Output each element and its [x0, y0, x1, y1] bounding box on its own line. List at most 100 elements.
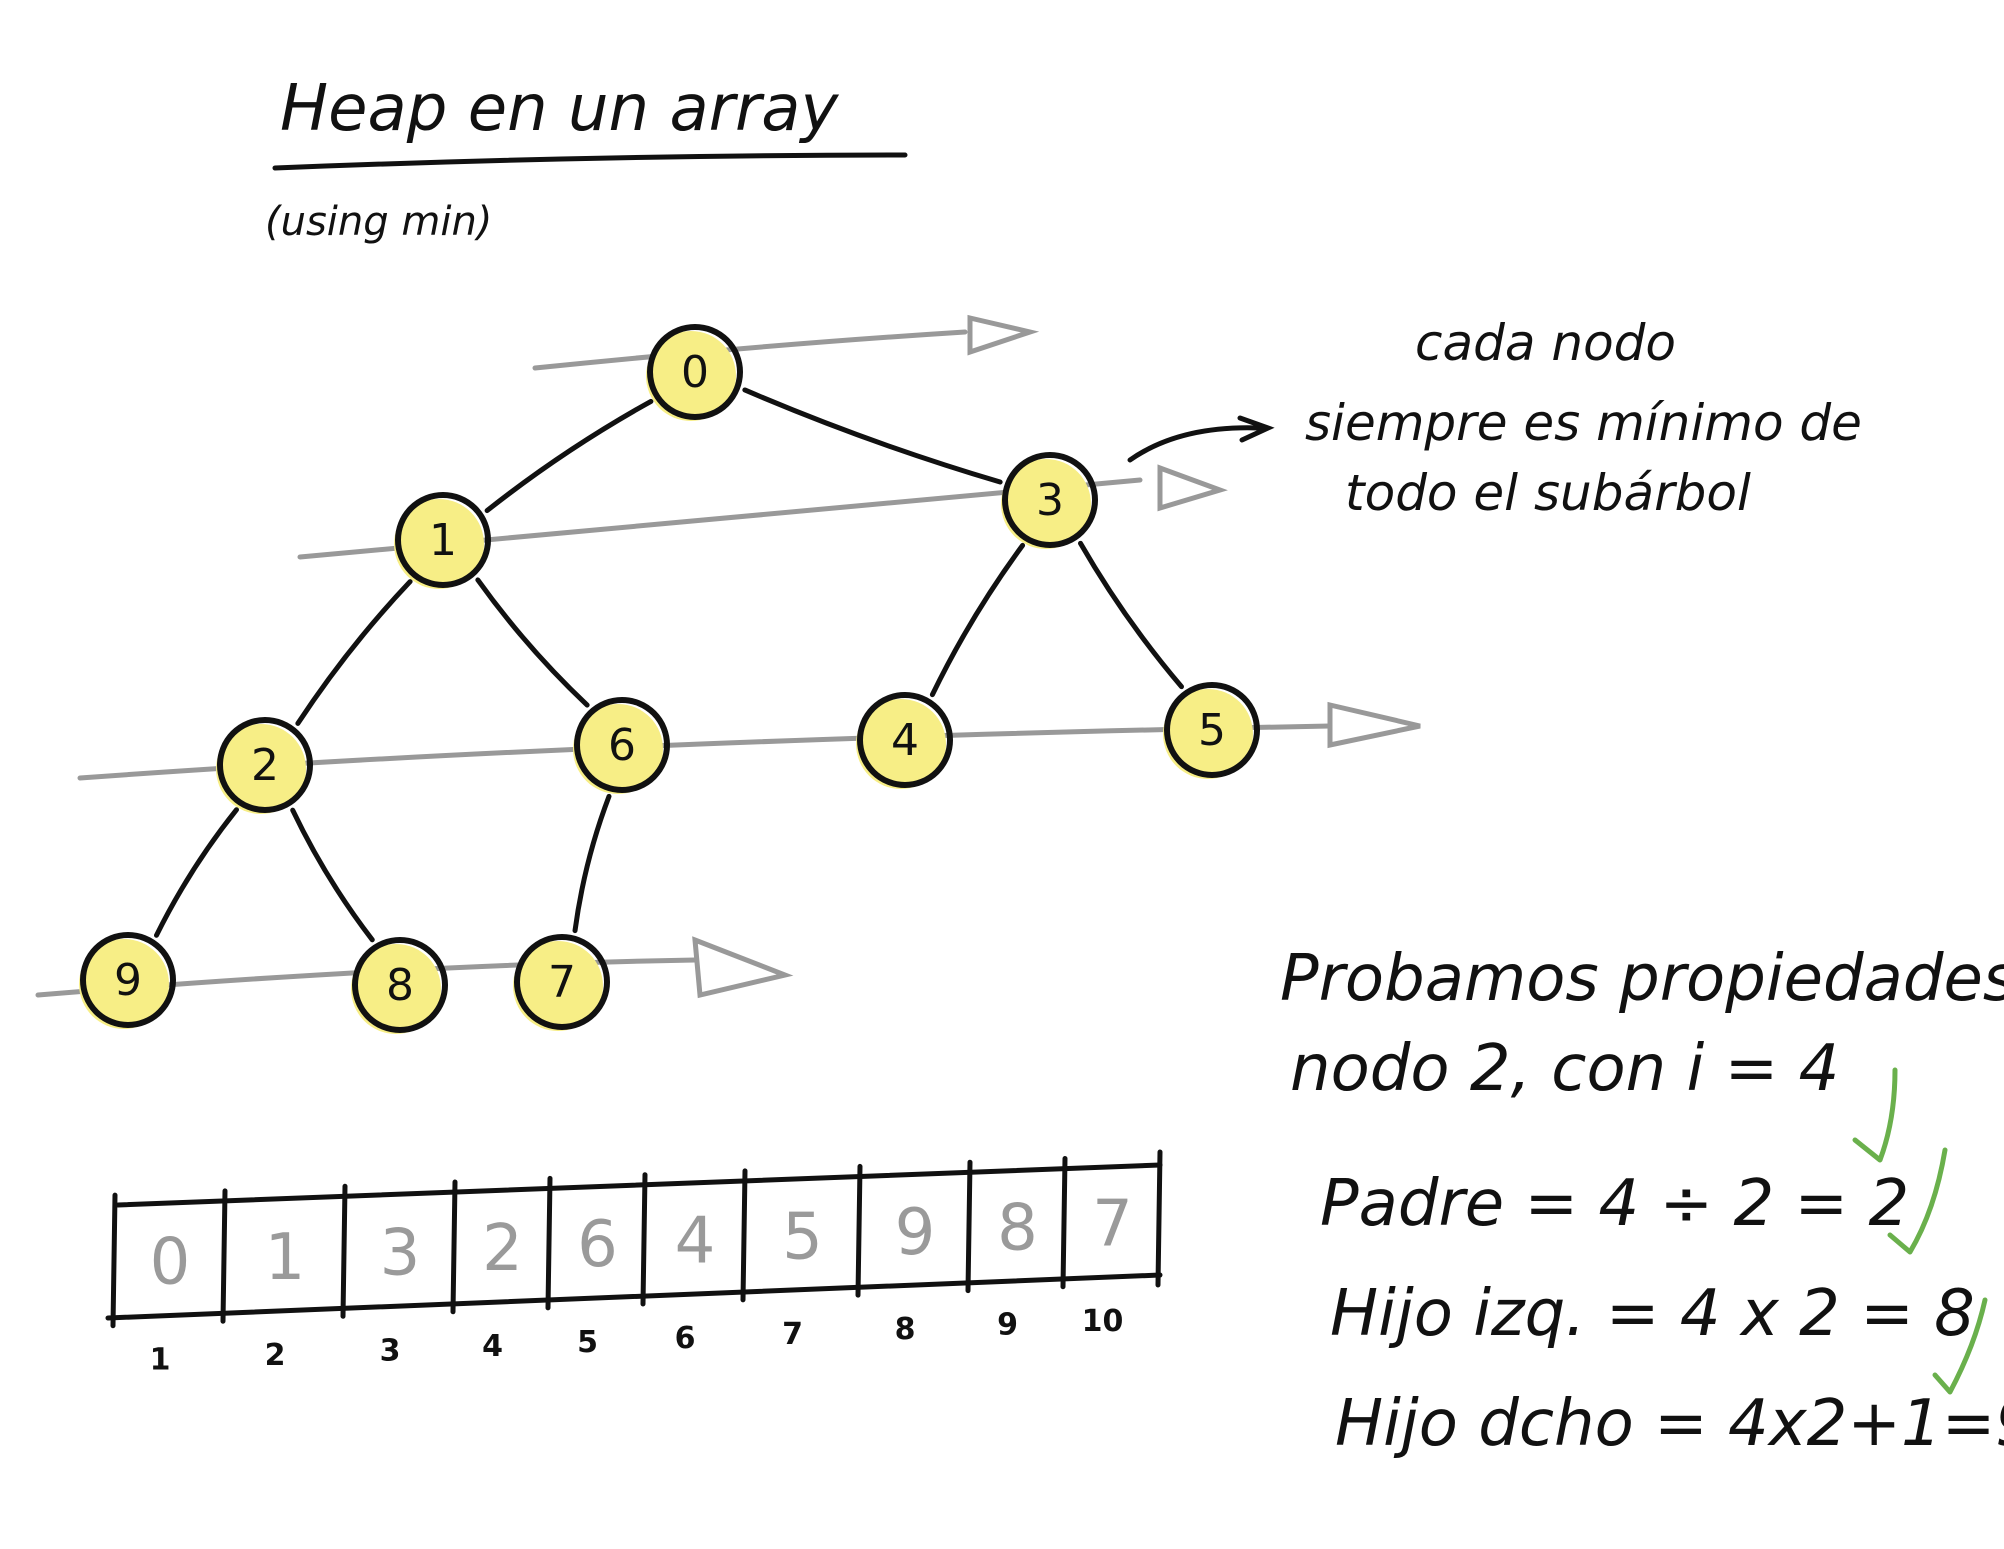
array-index-label: 4 [482, 1329, 503, 1364]
level-arrows [35, 314, 1421, 999]
node-ring [80, 932, 176, 1028]
array-index-label: 7 [782, 1317, 803, 1352]
diagram-title: Heap en un array [280, 72, 840, 146]
node-label: 1 [429, 515, 457, 566]
note-line-2: siempre es mínimo de [1305, 394, 1862, 452]
node-label: 0 [681, 347, 709, 398]
tree-edge [929, 542, 1026, 698]
tree-edge [742, 387, 1003, 485]
array-cell-value: 6 [577, 1208, 618, 1282]
array-cell-divider [855, 1163, 863, 1298]
tree-edge [572, 793, 612, 934]
level-line-0 [532, 329, 968, 371]
array-index-label: 1 [150, 1343, 171, 1378]
note-arrow [1127, 425, 1263, 463]
array-cell-divider [545, 1175, 553, 1311]
check-icon [1887, 1147, 1948, 1255]
array-cell-divider [110, 1192, 118, 1329]
check-icon [1932, 1297, 1988, 1395]
node-ring [514, 934, 610, 1030]
property-parent: Padre = 4 ÷ 2 = 2 [1320, 1167, 1909, 1241]
array-cell-value: 4 [675, 1204, 716, 1278]
node-fill [646, 331, 736, 421]
node-fill [1163, 689, 1253, 779]
property-left-child: Hijo izq. = 4 x 2 = 8 [1330, 1277, 1975, 1351]
properties-subheading: nodo 2, con i = 4 [1290, 1032, 1839, 1106]
node-ring [217, 717, 313, 813]
node-ring [1002, 452, 1098, 548]
tree-node: 5 [1163, 682, 1260, 779]
note-line-1: cada nodo [1415, 314, 1676, 372]
node-fill [79, 939, 169, 1029]
level-arrowhead-2 [1327, 701, 1421, 749]
node-ring [352, 937, 448, 1033]
node-label: 5 [1198, 705, 1226, 756]
check-icon [1852, 1067, 1898, 1163]
tree-node: 6 [573, 697, 670, 794]
tree-edge [290, 807, 375, 943]
tree-edges [153, 387, 1184, 943]
tree-node: 9 [79, 932, 176, 1029]
array-cell-value: 9 [895, 1196, 936, 1270]
array-index-label: 6 [675, 1321, 696, 1356]
level-arrowhead-1 [1157, 464, 1228, 512]
tree-node: 2 [216, 717, 313, 814]
properties-heading: Probamos propiedades [1280, 942, 2004, 1016]
array-cell-value: 8 [997, 1191, 1038, 1265]
tree-edge [475, 577, 590, 708]
array-cell-divider [220, 1188, 228, 1324]
note-line-3: todo el subárbol [1345, 464, 1751, 522]
tree-node: 1 [394, 492, 491, 589]
tree-edge [1078, 540, 1184, 690]
array-cell-value: 5 [782, 1200, 823, 1274]
node-label: 3 [1036, 475, 1064, 526]
node-fill [573, 704, 663, 794]
node-fill [513, 941, 603, 1031]
level-arrowhead-3 [692, 936, 794, 999]
node-ring [395, 492, 491, 588]
title-underline [272, 152, 908, 171]
node-ring [857, 692, 953, 788]
array-index-label: 5 [577, 1325, 598, 1360]
node-label: 7 [548, 957, 576, 1008]
tree-nodes: 0 1 3 2 6 4 5 9 8 7 [79, 324, 1260, 1034]
tree-node: 4 [856, 692, 953, 789]
node-ring [574, 697, 670, 793]
node-fill [394, 499, 484, 589]
tree-node: 7 [513, 934, 610, 1031]
array-cell-divider [1155, 1149, 1163, 1288]
tree-edge [153, 807, 240, 938]
array-cell-value: 0 [150, 1225, 191, 1299]
node-label: 8 [386, 960, 414, 1011]
array-cell-divider [1060, 1156, 1068, 1290]
node-label: 2 [251, 740, 279, 791]
tree-node: 8 [351, 937, 448, 1034]
array-cell-value: 1 [265, 1221, 306, 1295]
array-index-label: 10 [1082, 1304, 1124, 1339]
array-index-label: 2 [265, 1338, 286, 1373]
note-arrowhead [1237, 415, 1275, 443]
array-top-border [115, 1162, 1163, 1208]
array-cell-divider [450, 1179, 458, 1315]
array-cell-divider [640, 1172, 648, 1307]
tree-node: 0 [646, 324, 743, 421]
tree-edge [484, 398, 654, 514]
array-bottom-border [105, 1272, 1163, 1321]
tree-node: 3 [1001, 452, 1098, 549]
array-cell-value: 2 [482, 1212, 523, 1286]
property-right-child: Hijo dcho = 4x2+1=9 [1335, 1387, 2004, 1461]
node-ring [647, 324, 743, 420]
array-cell-divider [740, 1168, 748, 1303]
array-index-label: 8 [895, 1312, 916, 1347]
tree-edge [295, 579, 413, 726]
array-cell-divider [340, 1183, 348, 1319]
diagram-subtitle: (using min) [265, 199, 492, 245]
array-cell-divider [965, 1159, 973, 1294]
level-arrowhead-0 [967, 314, 1040, 356]
array-cell-value: 7 [1092, 1188, 1133, 1262]
node-fill [1001, 459, 1091, 549]
node-label: 4 [891, 715, 919, 766]
array-index-label: 3 [380, 1333, 401, 1368]
array-cell-value: 3 [380, 1216, 421, 1290]
